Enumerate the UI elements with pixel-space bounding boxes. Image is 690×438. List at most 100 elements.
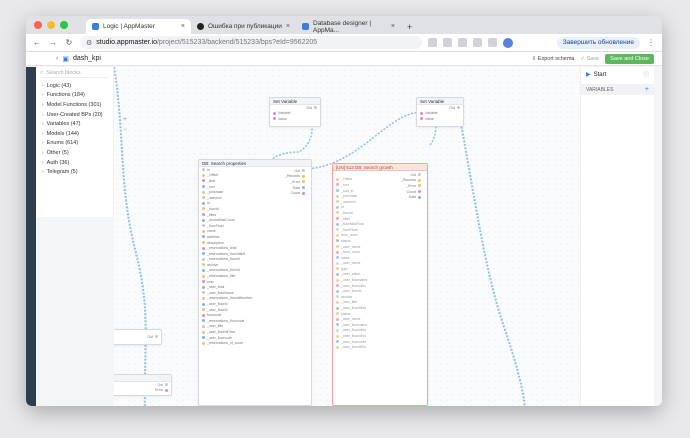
node-pin[interactable]: description bbox=[199, 240, 311, 246]
node-partial-left[interactable]: Out bbox=[114, 329, 162, 345]
node-pin[interactable]: _floorMaxFloor bbox=[333, 221, 427, 227]
node-pin[interactable]: _Offset bbox=[199, 173, 311, 179]
node-db-search[interactable]: DB: Search properties Out _Records _Erro… bbox=[198, 159, 312, 406]
node-pin[interactable]: _ownerId bbox=[199, 195, 311, 201]
node-pin[interactable]: _user_name bbox=[333, 316, 427, 322]
node-pin[interactable]: _reservations_id_count bbox=[199, 340, 311, 346]
node-pin[interactable]: _Records bbox=[285, 174, 305, 180]
node-pin[interactable]: _ownerId bbox=[333, 199, 427, 205]
close-tab-icon[interactable]: × bbox=[180, 23, 185, 30]
node-pin[interactable]: _floorFloat bbox=[199, 223, 311, 229]
node-pin[interactable]: _user_floorIdNo bbox=[333, 305, 427, 311]
zoom-in-icon[interactable]: + bbox=[123, 117, 127, 123]
node-pin[interactable]: Data bbox=[285, 185, 305, 191]
node-pin[interactable]: Error bbox=[114, 388, 171, 394]
node-pin[interactable]: _user_floorIdNo bbox=[333, 328, 427, 334]
node-pin[interactable]: _Offset bbox=[333, 177, 427, 183]
node-pin[interactable]: _user_total bbox=[199, 284, 311, 290]
node-pin[interactable]: _reservations_title bbox=[199, 273, 311, 279]
node-pin[interactable]: _purchase bbox=[333, 193, 427, 199]
node-pin[interactable]: address bbox=[199, 234, 311, 240]
close-tab-icon[interactable]: × bbox=[390, 23, 395, 30]
node-partial-left[interactable]: Out Error bbox=[114, 374, 172, 396]
node-pin[interactable]: _user_floorcode bbox=[199, 335, 311, 341]
save-button[interactable]: ✓ Save bbox=[580, 55, 600, 62]
node-pin[interactable]: _user_floorName bbox=[199, 290, 311, 296]
node-pin[interactable]: _titles bbox=[333, 216, 427, 222]
reload-icon[interactable]: ↻ bbox=[65, 38, 73, 47]
node-pin[interactable]: Out bbox=[401, 172, 421, 178]
tab-error[interactable]: Ошибка при публикации × bbox=[191, 19, 296, 34]
menu-dots-icon[interactable]: ⋮ bbox=[647, 38, 655, 47]
node-pin[interactable]: _user_floorname bbox=[333, 322, 427, 328]
translate-icon[interactable] bbox=[428, 38, 437, 47]
node-pin[interactable]: floorcode bbox=[199, 312, 311, 318]
node-pin[interactable]: Count bbox=[285, 190, 305, 196]
node-pin[interactable]: Out bbox=[270, 105, 320, 111]
node-pin[interactable]: user bbox=[199, 279, 311, 285]
chevron-left-icon[interactable]: ‹ bbox=[56, 55, 59, 62]
node-pin[interactable]: id bbox=[199, 201, 311, 207]
search-input[interactable]: Search blocks bbox=[46, 70, 81, 76]
node-pin[interactable]: Value bbox=[270, 116, 320, 122]
sidebar-item-auth[interactable]: ›Auth (36) bbox=[36, 158, 113, 168]
add-variable-icon[interactable]: + bbox=[644, 86, 649, 93]
node-pin[interactable]: _reservations_floorcode bbox=[199, 318, 311, 324]
node-pin[interactable]: _floor_room bbox=[333, 249, 427, 255]
extension-icon[interactable] bbox=[458, 38, 467, 47]
node-pin[interactable]: _user_floorId bbox=[199, 301, 311, 307]
update-button[interactable]: Завершить обновление bbox=[556, 36, 640, 49]
node-pin[interactable]: _user_floorIdNo bbox=[333, 344, 427, 350]
node-pin[interactable]: _sort bbox=[333, 182, 427, 188]
bp-canvas[interactable]: + − Set Variable Out Variable Value Set … bbox=[114, 67, 580, 406]
maximize-window-button[interactable] bbox=[60, 21, 68, 29]
node-pin[interactable]: _user_floorIdFloor bbox=[199, 329, 311, 335]
tab-logic[interactable]: Logic | AppMaster × bbox=[86, 19, 191, 34]
node-set-variable[interactable]: Set Variable Out Variable Value bbox=[416, 97, 464, 127]
node-pin[interactable]: id bbox=[333, 205, 427, 211]
node-set-variable[interactable]: Set Variable Out Variable Value bbox=[269, 97, 321, 127]
sidebar-item-model-functions[interactable]: ›Model Functions (301) bbox=[36, 100, 113, 110]
node-pin[interactable]: Value bbox=[417, 116, 463, 122]
tab-database[interactable]: Database designer | AppMa... × bbox=[296, 19, 401, 34]
node-pin[interactable]: _floorId bbox=[333, 210, 427, 216]
node-pin[interactable]: _user_floorId bbox=[199, 307, 311, 313]
search-blocks[interactable]: ⌕ Search blocks bbox=[40, 69, 109, 78]
node-pin[interactable]: _titles bbox=[199, 212, 311, 218]
node-pin[interactable]: archive bbox=[333, 294, 427, 300]
node-pin[interactable]: name bbox=[333, 255, 427, 261]
node-pin[interactable]: _user_floorIdNo bbox=[333, 333, 427, 339]
node-pin[interactable]: Variable bbox=[270, 111, 320, 117]
address-bar[interactable]: ⚙ studio.appmaster.io/project/515233/bac… bbox=[80, 36, 422, 49]
back-icon[interactable]: ← bbox=[33, 38, 41, 47]
node-pin[interactable]: _reservations_floorId bbox=[199, 257, 311, 263]
site-info-icon[interactable]: ⚙ bbox=[86, 39, 93, 47]
node-db-search-error[interactable]: [UN] 513 DB: Search growth Out _Records … bbox=[332, 163, 428, 406]
node-pin[interactable]: Out bbox=[114, 334, 161, 340]
info-icon[interactable]: ⓘ bbox=[642, 73, 649, 79]
close-window-button[interactable] bbox=[34, 21, 42, 29]
minimize-window-button[interactable] bbox=[47, 21, 55, 29]
sidebar-item-variables[interactable]: ›Variables (47) bbox=[36, 119, 113, 129]
forward-icon[interactable]: → bbox=[49, 38, 57, 47]
node-pin[interactable]: _reservations_floorIdNet bbox=[199, 251, 311, 257]
node-pin[interactable]: _purchase bbox=[199, 189, 311, 195]
node-pin[interactable]: archive bbox=[199, 262, 311, 268]
node-pin[interactable]: Out bbox=[114, 382, 171, 388]
export-schema-button[interactable]: ⇩ Export schema bbox=[531, 55, 575, 62]
node-pin[interactable]: _user_title bbox=[333, 300, 427, 306]
node-pin[interactable]: status bbox=[333, 238, 427, 244]
node-pin[interactable]: _user_value bbox=[333, 272, 427, 278]
start-item[interactable]: ▶ Start ⓘ bbox=[581, 67, 654, 82]
node-pin[interactable]: _limit bbox=[199, 178, 311, 184]
node-pin[interactable]: Variable bbox=[417, 111, 463, 117]
sidebar-item-models[interactable]: ›Models (144) bbox=[36, 129, 113, 139]
node-pin[interactable]: Out bbox=[285, 168, 305, 174]
close-tab-icon[interactable]: × bbox=[285, 23, 290, 30]
node-pin[interactable]: _reservations_floorIdNumber bbox=[199, 296, 311, 302]
node-pin[interactable]: floor_room bbox=[333, 233, 427, 239]
node-pin[interactable]: _user_floorcode bbox=[333, 339, 427, 345]
zoom-out-icon[interactable]: − bbox=[123, 127, 127, 133]
node-pin[interactable]: _sort bbox=[199, 184, 311, 190]
extension-icon[interactable] bbox=[473, 38, 482, 47]
